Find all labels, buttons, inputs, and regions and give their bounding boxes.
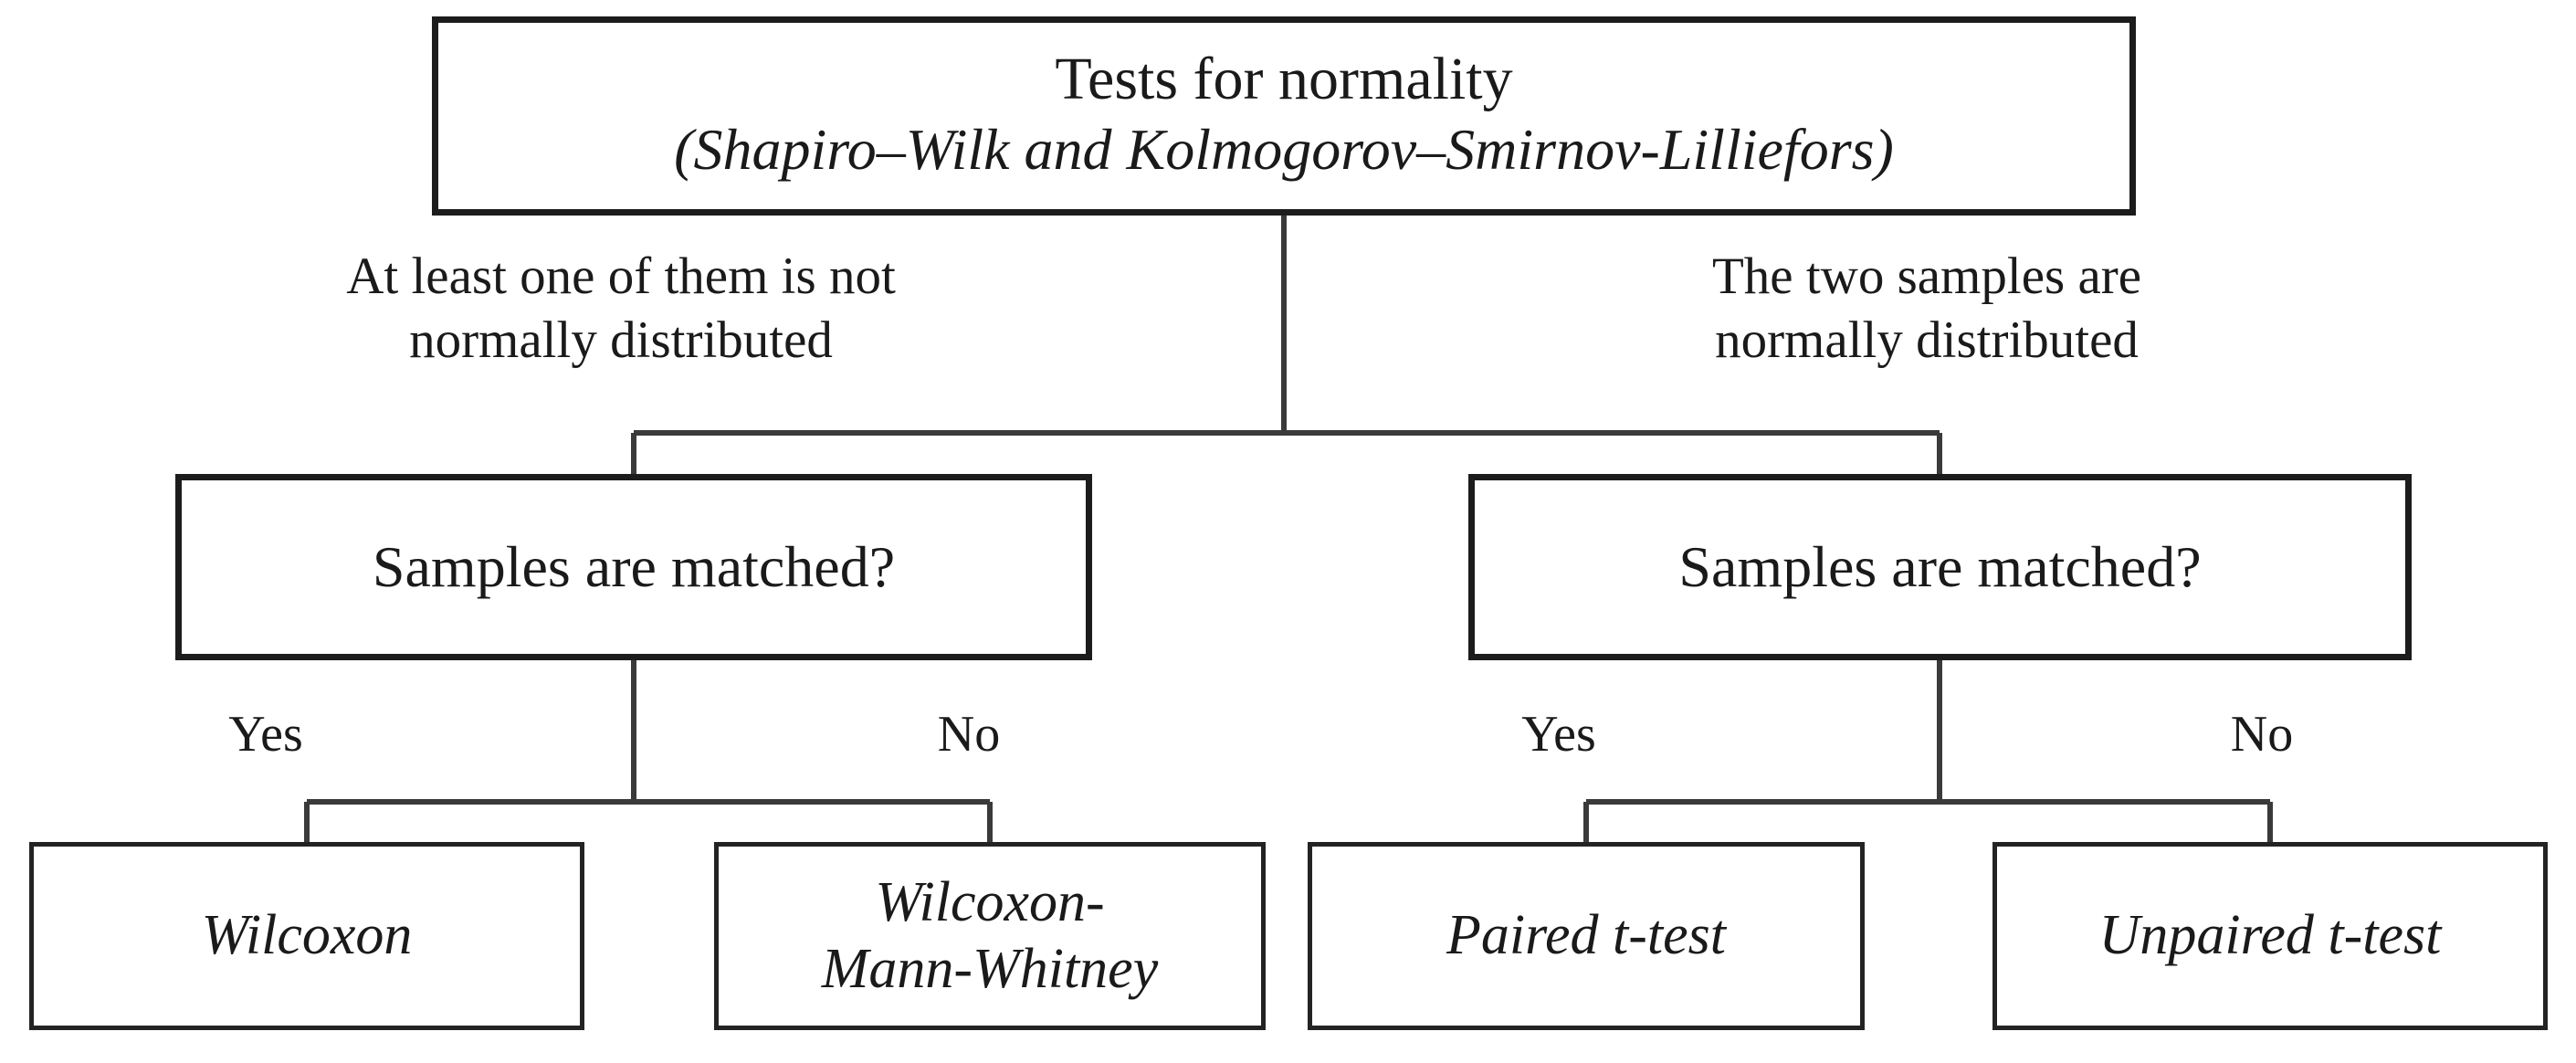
node-wilcoxon-label: Wilcoxon <box>201 904 413 967</box>
node-unpaired-t-test-label: Unpaired t-test <box>2098 904 2442 967</box>
node-paired-t-test[interactable]: Paired t-test <box>1308 842 1865 1030</box>
edge-label-left-no: No <box>937 706 1001 763</box>
node-wilcoxon-mann-whitney-label-line1: Wilcoxon- <box>875 870 1105 933</box>
node-tests-for-normality[interactable]: Tests for normality (Shapiro–Wilk and Ko… <box>432 16 2136 216</box>
node-samples-are-matched-parametric[interactable]: Samples are matched? <box>1468 474 2412 660</box>
edge-label-not-normally-distributed: At least one of them is not normally dis… <box>346 247 896 369</box>
node-decision-left-label: Samples are matched? <box>372 534 896 600</box>
node-wilcoxon-mann-whitney[interactable]: Wilcoxon- Mann-Whitney <box>714 842 1266 1030</box>
edge-label-right-yes: Yes <box>1521 706 1596 763</box>
node-paired-t-test-label: Paired t-test <box>1446 904 1726 967</box>
node-root-subtitle: (Shapiro–Wilk and Kolmogorov–Smirnov-Lil… <box>674 117 1894 183</box>
node-unpaired-t-test[interactable]: Unpaired t-test <box>1992 842 2548 1030</box>
edge-label-normally-distributed: The two samples are normally distributed <box>1711 247 2142 369</box>
edge-label-right-no: No <box>2230 706 2294 763</box>
edge-label-left-yes: Yes <box>228 706 303 763</box>
node-decision-right-label: Samples are matched? <box>1678 534 2202 600</box>
node-wilcoxon[interactable]: Wilcoxon <box>29 842 584 1030</box>
node-wilcoxon-mann-whitney-label-line2: Mann-Whitney <box>821 938 1159 1000</box>
node-samples-are-matched-nonparametric[interactable]: Samples are matched? <box>175 474 1092 660</box>
node-root-title: Tests for normality <box>1055 46 1513 113</box>
